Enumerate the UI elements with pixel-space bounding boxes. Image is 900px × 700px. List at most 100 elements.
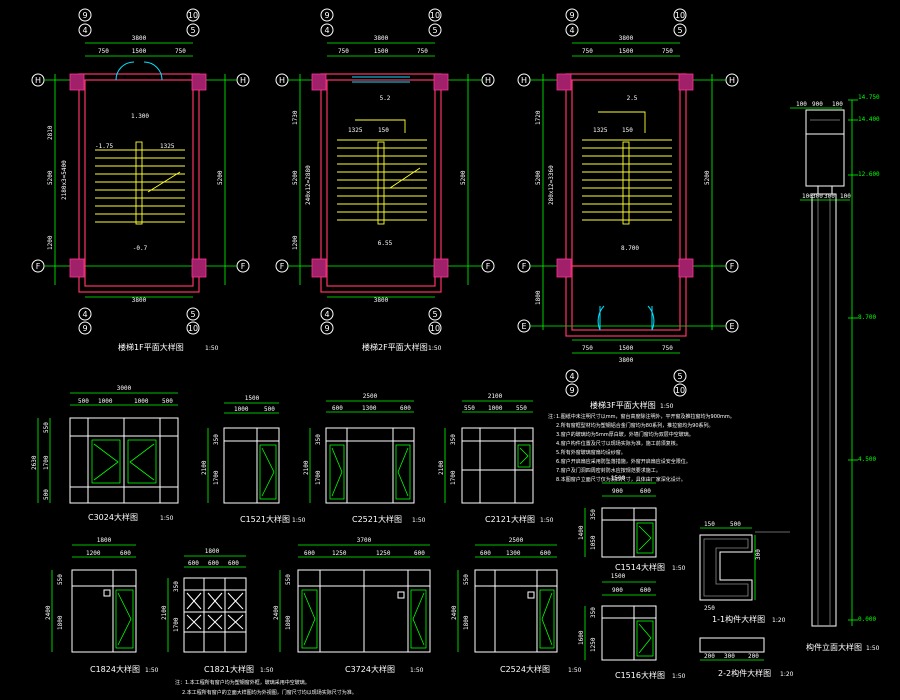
win-dim-v: 1700: [213, 470, 220, 485]
win-dim-v: 550: [57, 574, 64, 585]
level-top: 1.300: [131, 113, 149, 120]
win-width: 1500: [611, 475, 626, 482]
grid-bubble-f: F: [522, 262, 527, 271]
stair-count: 240x12=2880: [305, 165, 312, 205]
win-scale: 1:50: [412, 517, 426, 524]
plan-note-2: 150: [622, 127, 633, 134]
drawing-scale: 1:50: [205, 345, 219, 352]
section-dim: 900: [812, 101, 823, 108]
stair-count: 2180x3=5400: [61, 160, 68, 200]
drawing-scale: 1:50: [660, 403, 674, 410]
win-seg: 1250: [376, 550, 391, 557]
win-seg: 900: [612, 488, 623, 495]
win-height: 2400: [273, 605, 280, 620]
stair-plan-2f: 9 4 10 5 3800 750 1500 750 H F H F 1730 …: [275, 8, 495, 352]
note-line: 5.所有外窗玻璃窗扇均设纱窗。: [556, 449, 626, 456]
win-seg: 1000: [234, 406, 249, 413]
win-dim-v: 550: [43, 422, 50, 433]
win-dim-v: 350: [590, 607, 597, 618]
win-seg: 600: [480, 550, 491, 557]
win-height: 1600: [578, 630, 585, 645]
detail-title: 1-1构件大样图: [712, 614, 765, 624]
dim-v: 1200: [292, 235, 299, 250]
win-dim-v: 350: [173, 581, 180, 592]
win-dim-v: 550: [463, 574, 470, 585]
win-title: C3724大样图: [345, 664, 395, 674]
grid-bubble-9: 9: [569, 11, 574, 20]
win-title: C1521大样图: [240, 514, 290, 524]
win-width: 3000: [117, 385, 132, 392]
detail-dim: 150: [704, 521, 715, 528]
win-title: C1821大样图: [204, 664, 254, 674]
general-notes: 注： 1.图纸中未注明尺寸以mm，窗台高度除注明外，平开窗及推拉窗均为900mm…: [548, 413, 735, 483]
win-height: 2100: [303, 460, 310, 475]
section-dim: 100: [796, 101, 807, 108]
plan-note-1: 1325: [348, 127, 363, 134]
grid-bubble-5-bottom: 5: [432, 310, 437, 319]
footnote: 注：1.本工程所有窗户均为塑钢窗外框，玻璃采用中空玻璃。 2.本工程所有窗户的立…: [175, 679, 357, 696]
dim-seg: 750: [662, 48, 673, 55]
note-line: 7.窗户及门洞四周密封防水应按规范要求施工。: [556, 467, 661, 474]
win-seg: 900: [612, 587, 623, 594]
dim-seg: 1500: [374, 48, 389, 55]
win-seg: 600: [208, 560, 219, 567]
note-line: 4.窗户构件位置及尺寸以现场实际为准，施工前须复核。: [556, 440, 681, 447]
dim-seg: 750: [175, 48, 186, 55]
dim-width-bottom: 3800: [619, 357, 634, 364]
win-height: 2400: [451, 605, 458, 620]
window-c1824: 1800 1200 600 2400 550 1800 C1824大样图 1:5…: [45, 537, 159, 674]
win-width: 1500: [245, 395, 260, 402]
win-seg: 500: [162, 398, 173, 405]
grid-bubble-4-bottom: 4: [324, 310, 329, 319]
win-seg: 600: [228, 560, 239, 567]
grid-bubble-10: 10: [188, 11, 198, 20]
win-seg: 1250: [332, 550, 347, 557]
dim-width-top: 3800: [132, 35, 147, 42]
win-scale: 1:50: [410, 667, 424, 674]
dim-v: 2810: [47, 125, 54, 140]
grid-bubble-h: H: [35, 76, 41, 85]
win-height: 2100: [161, 605, 168, 620]
window-c1821: 1800 600 600 600 2100 350 1700 C1821大样图 …: [161, 548, 274, 674]
dim-width-bottom: 3800: [132, 297, 147, 304]
win-seg: 1300: [362, 405, 377, 412]
grid-bubble-4-bottom: 4: [82, 310, 87, 319]
grid-bubble-h-right: H: [729, 76, 735, 85]
dim-v: 5200: [535, 170, 542, 185]
grid-bubble-9-bottom: 9: [82, 324, 87, 333]
win-scale: 1:50: [260, 667, 274, 674]
grid-bubble-h: H: [279, 76, 285, 85]
win-title: C2524大样图: [500, 664, 550, 674]
dim-v: 1720: [535, 110, 542, 125]
win-dim-v: 350: [450, 434, 457, 445]
dim-seg: 750: [338, 48, 349, 55]
level-mark: 12.600: [858, 171, 880, 178]
window-c2521: 2500 600 1300 600 2100 350 1700 C2521大样图…: [303, 393, 426, 524]
win-seg: 1000: [488, 405, 503, 412]
win-seg: 600: [640, 488, 651, 495]
win-dim-v: 1700: [43, 455, 50, 470]
win-dim-v: 1700: [315, 470, 322, 485]
grid-bubble-f-right: F: [730, 262, 735, 271]
win-seg: 600: [188, 560, 199, 567]
grid-bubble-f-right: F: [241, 262, 246, 271]
win-scale: 1:50: [160, 515, 174, 522]
dim-seg-bottom: 1500: [619, 345, 634, 352]
plan-note-1: 1325: [593, 127, 608, 134]
win-scale: 1:50: [672, 565, 686, 572]
grid-bubble-5: 5: [677, 26, 682, 35]
win-scale: 1:50: [292, 517, 306, 524]
dim-seg-bottom: 750: [662, 345, 673, 352]
win-scale: 1:50: [672, 673, 686, 680]
grid-bubble-9-bottom: 9: [324, 324, 329, 333]
win-dim-v: 1800: [285, 615, 292, 630]
note-line: 2.所有窗框型材均为塑钢铝合金门窗均为80系列，推拉窗均为90系列。: [556, 422, 714, 429]
column-section: 100 900 100 100 300 300 100 14.750 14.40…: [790, 94, 880, 652]
grid-bubble-4: 4: [569, 26, 574, 35]
dim-v-right: 5200: [460, 170, 467, 185]
win-seg: 500: [78, 398, 89, 405]
win-width: 3700: [357, 537, 372, 544]
level-bottom: -0.7: [133, 245, 148, 252]
level-top: 5.2: [380, 95, 391, 102]
